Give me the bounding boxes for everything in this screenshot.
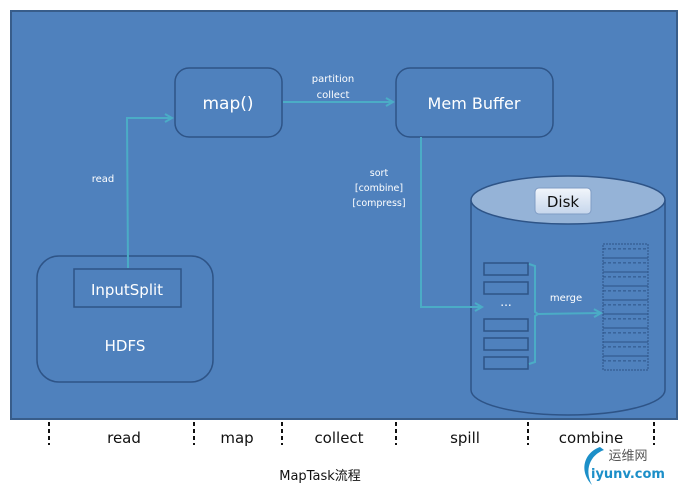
map-label: map() [202,94,253,114]
spill-file [483,262,529,276]
input-split-label: InputSplit [91,281,163,299]
stage-read: read [107,429,141,447]
input-split-node [73,268,182,308]
read-arrow [125,118,172,269]
spill-files [483,262,529,370]
merge-label: merge [550,293,582,304]
stage-combine: combine [559,429,623,447]
merge-arrow [537,313,601,314]
spill-file [483,281,529,295]
hdfs-node: InputSplit HDFS [36,255,214,383]
hdfs-label: HDFS [105,337,146,355]
disk-label-badge [534,187,592,215]
mem-buffer-label: Mem Buffer [428,94,521,113]
read-edge-label: read [92,174,115,185]
spill-ellipsis: ... [500,295,511,309]
spill-arrow [420,137,482,307]
spill-file [483,318,529,332]
sort-label: sort [370,168,389,179]
watermark-swoosh-icon [584,447,604,485]
diagram-caption: MapTask流程 [279,469,361,484]
stage-map: map [220,429,253,447]
watermark-en: iyunv.com [591,467,665,482]
merged-file [602,243,649,371]
spill-file [483,337,529,351]
combine-opt-label: [combine] [355,183,403,194]
map-node: map() [174,67,283,138]
stage-spill: spill [450,429,480,447]
merged-file-outline [602,243,649,371]
disk-label: Disk [547,193,580,211]
stage-collect: collect [314,429,363,447]
watermark-logo: 运维网 iyunv.com [584,447,665,485]
partition-label: partition [312,74,354,85]
mem-buffer-node: Mem Buffer [395,67,554,138]
stage-separators [48,422,655,445]
spill-file [483,356,529,370]
watermark-cn: 运维网 [608,449,647,464]
compress-opt-label: [compress] [352,198,405,209]
collect-label: collect [317,90,350,101]
